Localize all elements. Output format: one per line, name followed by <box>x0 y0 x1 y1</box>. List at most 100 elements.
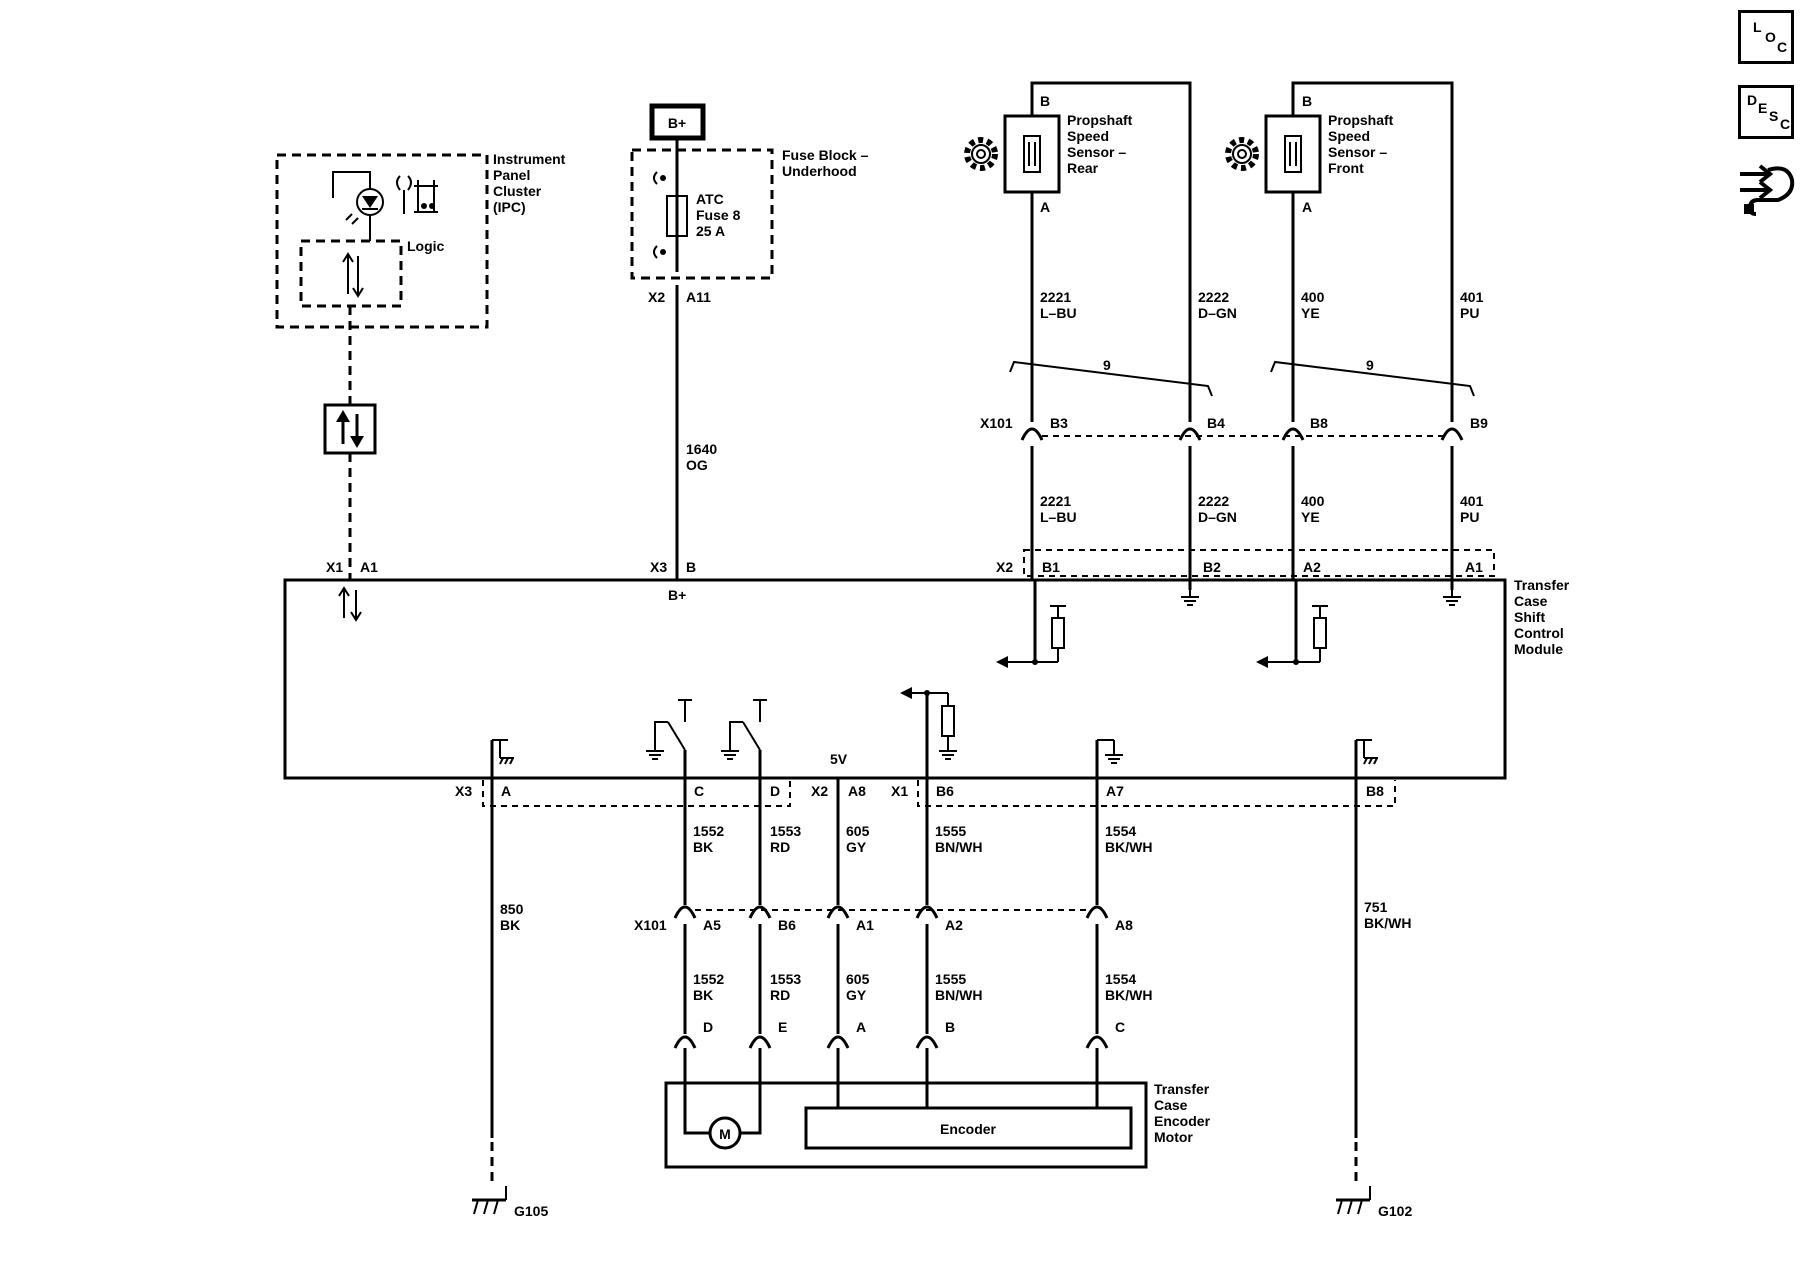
desc-letter-e: E <box>1758 100 1768 116</box>
module-pin-a7: A7 <box>1106 783 1124 799</box>
module-connector-x1-bottom: X1 <box>891 783 908 799</box>
diagnostic-path-graphic <box>1740 164 1795 216</box>
module-pin-b1: B1 <box>1042 559 1060 575</box>
module-pin-a1-x1: A1 <box>360 559 378 575</box>
x101-pin-b9: B9 <box>1470 415 1488 431</box>
module-pin-b8: B8 <box>1366 783 1384 799</box>
indicator-lamp-icon <box>332 171 384 241</box>
inline-x101-bottom-label: X101 <box>634 917 667 933</box>
data-arrows-icon <box>342 252 364 298</box>
motor-pin-c: C <box>1115 1019 1125 1035</box>
x101-pin-b3: B3 <box>1050 415 1068 431</box>
rear-sensor-pin-a: A <box>1040 199 1050 215</box>
fuse-block-pin: A11 <box>686 289 711 305</box>
transfer-case-shift-control-module <box>283 578 1507 780</box>
module-5v-label: 5V <box>830 751 848 767</box>
x101-pin-a8: A8 <box>1115 917 1133 933</box>
module-connector-x3: X3 <box>650 559 667 575</box>
svg-text:B+: B+ <box>668 115 686 131</box>
desc-button[interactable]: D E S C <box>1738 85 1794 139</box>
connector-x2-top-outline <box>1023 549 1495 577</box>
module-pin-a8: A8 <box>848 783 866 799</box>
ground-g105-symbol <box>472 1186 507 1215</box>
module-connector-x2-bottom: X2 <box>811 783 828 799</box>
motor-pin-e: E <box>778 1019 787 1035</box>
ground-g105-label: G105 <box>514 1203 548 1219</box>
inline-x101-bottom-pins <box>673 905 1109 919</box>
ipc-logic-block <box>299 239 403 308</box>
rear-sensor-pin-b: B <box>1040 93 1050 109</box>
x101-pin-b6: B6 <box>778 917 796 933</box>
encoder-label: Encoder <box>940 1121 997 1137</box>
twisted-pair-front: 9 <box>1270 357 1475 397</box>
ground-g102-label: G102 <box>1378 1203 1412 1219</box>
motor-connector-pins <box>673 1035 1109 1049</box>
motor-pin-d: D <box>703 1019 713 1035</box>
module-pin-b2: B2 <box>1203 559 1221 575</box>
module-ground-b2 <box>1180 589 1200 606</box>
module-pin-a2: A2 <box>1303 559 1321 575</box>
svg-text:9: 9 <box>1366 357 1374 373</box>
loc-letter-c: C <box>1777 39 1788 55</box>
motor-symbol <box>708 1116 742 1150</box>
front-sensor-input-circuit <box>1256 580 1328 668</box>
module-pin-d: D <box>770 783 780 799</box>
inline-x101-top-label: X101 <box>980 415 1013 431</box>
twisted-pair-rear: 9 <box>1009 357 1213 397</box>
module-pin-a: A <box>501 783 511 799</box>
fuse-block-name: Fuse Block –Underhood <box>782 147 869 179</box>
encoder-low-reference-ground <box>1095 739 1124 778</box>
x101-pin-a2: A2 <box>945 917 963 933</box>
connector-x3-bottom-outline <box>482 780 791 807</box>
service-wrench-icon <box>396 175 438 214</box>
module-connector-x3-bottom: X3 <box>455 783 472 799</box>
fuse-block-connector: X2 <box>648 289 665 305</box>
encoder-block <box>804 1106 1133 1150</box>
module-pin-b6: B6 <box>936 783 954 799</box>
module-chassis-ground-a <box>490 739 514 778</box>
inline-x101-top-pins <box>1020 427 1464 441</box>
motor-driver-switch-d <box>720 699 767 778</box>
module-ground-a1 <box>1442 589 1462 606</box>
motor-driver-switch-c <box>645 699 692 778</box>
x101-pin-b4: B4 <box>1207 415 1225 431</box>
module-pin-c: C <box>694 783 704 799</box>
diagnostic-path-icon[interactable] <box>1738 160 1796 220</box>
module-pin-a1: A1 <box>1465 559 1483 575</box>
svg-text:9: 9 <box>1103 357 1111 373</box>
module-chassis-ground-b8 <box>1354 739 1378 778</box>
front-sensor-pin-b: B <box>1302 93 1312 109</box>
battery-power-label: B+ <box>649 103 706 141</box>
loc-letter-o: O <box>1765 29 1776 45</box>
propshaft-speed-sensor-rear <box>1003 114 1061 194</box>
x101-pin-a1: A1 <box>856 917 874 933</box>
front-sensor-gear-icon <box>1225 137 1259 171</box>
loc-button[interactable]: L O C <box>1738 10 1794 64</box>
ground-g102-symbol <box>1336 1186 1371 1215</box>
motor-pin-b: B <box>945 1019 955 1035</box>
rear-sensor-gear-icon <box>964 137 998 171</box>
transfer-case-encoder-motor <box>664 1081 1148 1169</box>
